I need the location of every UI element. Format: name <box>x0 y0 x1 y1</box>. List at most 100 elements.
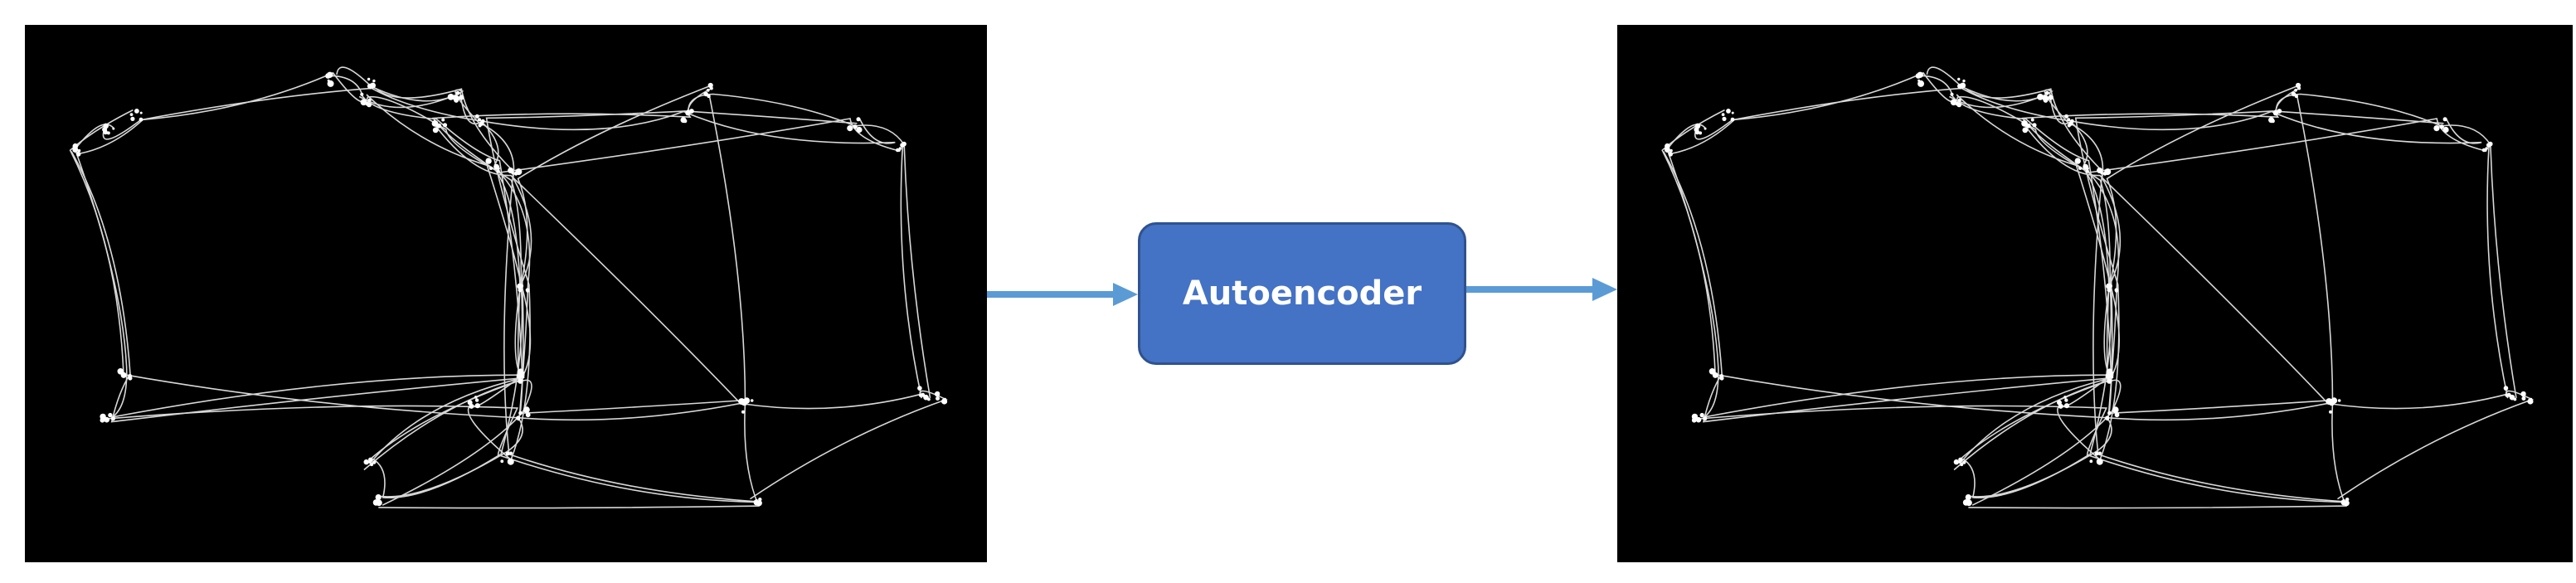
dwell-cluster <box>455 90 460 95</box>
dwell-cluster <box>2067 118 2071 122</box>
dwell-cluster <box>1691 417 1697 423</box>
dwell-cluster <box>511 172 514 175</box>
trajectory-path <box>688 93 931 399</box>
dwell-cluster <box>896 148 900 153</box>
dwell-cluster <box>2112 406 2119 413</box>
dwell-cluster <box>1670 148 1673 153</box>
dwell-cluster <box>750 399 754 402</box>
dwell-cluster <box>523 406 530 413</box>
trajectory-path <box>336 66 532 506</box>
dwell-cluster <box>1699 412 1704 418</box>
dwell-cluster <box>120 372 127 378</box>
dwell-cluster <box>2439 124 2444 129</box>
dwell-cluster <box>2329 410 2333 414</box>
dwell-cluster <box>139 111 143 114</box>
dwell-cluster <box>431 120 439 127</box>
dwell-cluster <box>1712 372 1718 378</box>
trajectory-path <box>327 75 743 415</box>
dwell-cluster <box>898 147 902 150</box>
dwell-cluster <box>900 143 905 148</box>
dwell-cluster <box>480 119 485 124</box>
dwell-cluster <box>2106 417 2109 421</box>
trajectory-path <box>1666 124 2114 418</box>
dwell-cluster <box>77 148 81 153</box>
dwell-cluster <box>2442 117 2447 122</box>
dwell-cluster <box>526 289 529 293</box>
dwell-cluster <box>685 110 691 116</box>
dwell-cluster <box>368 457 373 462</box>
dwell-cluster <box>2085 169 2089 173</box>
trajectory-path <box>106 405 519 499</box>
dwell-cluster <box>474 114 479 119</box>
dwell-cluster <box>756 500 762 507</box>
trajectory-path <box>479 110 896 167</box>
dwell-cluster <box>703 91 708 97</box>
dwell-cluster <box>1960 463 1964 467</box>
dwell-cluster <box>2433 125 2440 132</box>
dwell-cluster <box>497 167 500 171</box>
dwell-cluster <box>515 168 522 176</box>
dwell-cluster <box>2021 120 2028 127</box>
dwell-cluster <box>442 123 448 128</box>
dwell-cluster <box>520 371 525 376</box>
dwell-cluster <box>2272 110 2279 116</box>
dwell-cluster <box>2521 396 2526 401</box>
dwell-cluster <box>510 168 514 172</box>
arrow-autoencoder-to-output <box>1466 277 1617 302</box>
trajectory-path <box>1917 75 2331 415</box>
dwell-cluster <box>360 92 364 96</box>
dwell-cluster <box>517 283 523 289</box>
dwell-cluster <box>100 417 105 423</box>
dwell-cluster <box>375 494 382 501</box>
trajectory-path <box>750 146 948 500</box>
dwell-cluster <box>327 71 333 78</box>
dwell-cluster <box>496 169 500 173</box>
dwell-cluster <box>2094 451 2099 456</box>
dwell-cluster <box>2089 459 2093 464</box>
dwell-cluster <box>2291 91 2297 97</box>
dwell-cluster <box>447 94 454 100</box>
dwell-cluster <box>2343 500 2350 507</box>
dwell-cluster <box>1958 86 1962 90</box>
dwell-cluster <box>2294 89 2297 92</box>
dwell-cluster <box>72 147 79 153</box>
dwell-cluster <box>1669 151 1672 155</box>
dwell-cluster <box>2114 412 2120 418</box>
dwell-cluster <box>129 113 134 116</box>
dwell-cluster <box>2104 168 2112 176</box>
dwell-cluster <box>1726 109 1731 114</box>
dwell-cluster <box>853 124 858 129</box>
dwell-cluster <box>2064 398 2068 402</box>
dwell-cluster <box>2048 95 2054 100</box>
dwell-cluster <box>1957 77 1961 81</box>
dwell-cluster <box>680 117 687 124</box>
dwell-cluster <box>917 386 922 391</box>
dwell-cluster <box>2485 147 2488 150</box>
trajectory-path <box>1661 109 2335 421</box>
dwell-cluster <box>1957 98 1961 103</box>
dwell-cluster <box>372 79 376 83</box>
trajectory-path <box>1956 94 2121 461</box>
dwell-cluster <box>1731 111 1734 114</box>
dwell-cluster <box>525 412 531 418</box>
trajectory-path <box>381 118 898 498</box>
dwell-cluster <box>2105 373 2112 379</box>
dwell-cluster <box>474 396 478 399</box>
trajectory-path <box>2068 110 2482 167</box>
dwell-cluster <box>367 98 372 103</box>
dwell-cluster <box>2064 114 2069 119</box>
trajectory-path <box>80 71 521 471</box>
dwell-cluster <box>2509 394 2515 401</box>
dwell-cluster <box>2063 403 2070 409</box>
dwell-cluster <box>743 397 751 404</box>
dwell-cluster <box>478 118 481 122</box>
dwell-cluster <box>2057 400 2062 406</box>
dwell-cluster <box>936 396 940 401</box>
dwell-cluster <box>706 89 710 92</box>
dwell-cluster <box>1917 80 1925 87</box>
dwell-cluster <box>1710 369 1716 374</box>
dwell-cluster <box>2345 498 2350 502</box>
trajectory-path <box>1968 95 2347 509</box>
autoencoder-label: Autoencoder <box>1182 274 1422 313</box>
dwell-cluster <box>2331 397 2338 404</box>
